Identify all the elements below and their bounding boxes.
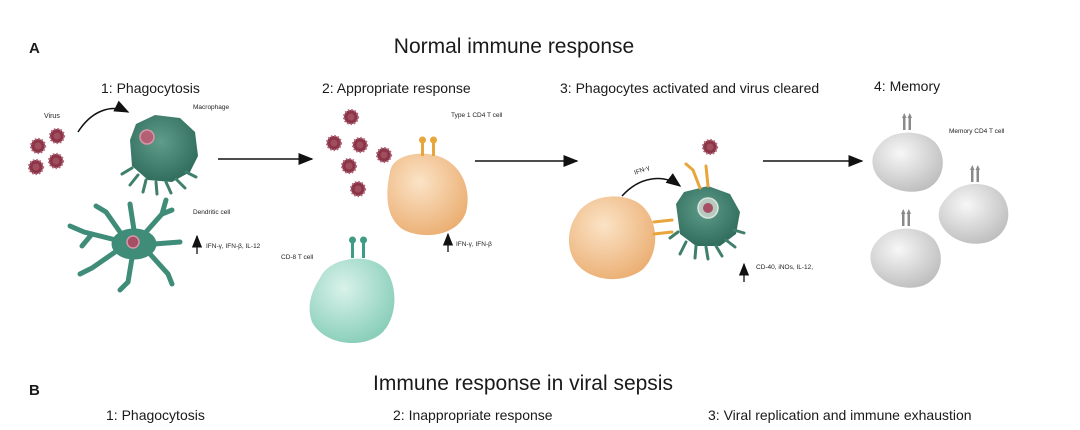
step-a4-label: 4: Memory [874, 78, 941, 94]
panel-b-title: Immune response in viral sepsis [373, 372, 673, 395]
step-b1-label: 1: Phagocytosis [106, 407, 205, 423]
step-a3-label: 3: Phagocytes activated and virus cleare… [560, 80, 820, 96]
step-a2-label: 2: Appropriate response [322, 80, 471, 96]
step-a1-label: 1: Phagocytosis [101, 80, 200, 96]
step-b3-label: 3: Viral replication and immune exhausti… [708, 407, 972, 423]
dendritic-cell [67, 197, 183, 293]
memory-cd4-label: Memory CD4 T cell [949, 128, 1005, 135]
virus-cluster-step1 [27, 127, 66, 176]
dendritic-cytokines-label: IFN-γ, IFN-β, IL-12 [206, 243, 261, 250]
step-b2-label: 2: Inappropriate response [393, 407, 553, 423]
type1-cytokines-label: IFN-γ, IFN-β [456, 241, 492, 248]
ifn-gamma-arrow [621, 173, 682, 197]
cd8-t-cell [309, 236, 395, 344]
panel-b-letter: B [29, 382, 40, 399]
virus-cluster-step2 [325, 108, 393, 198]
macrophage-cell [120, 115, 198, 196]
type1-cd4-label: Type 1 CD4 T cell [451, 112, 503, 119]
memory-cd4-t-cell-2 [938, 165, 1009, 244]
activated-macrophage [668, 138, 746, 261]
memory-cd4-t-cell-3 [870, 209, 941, 288]
virus-label: Virus [44, 113, 60, 120]
panel-a-letter: A [29, 40, 40, 57]
activation-markers-label: CD-40, iNOs, IL-12, [756, 264, 814, 271]
macrophage-label: Macrophage [193, 104, 230, 111]
activated-cd4-t-cell [568, 196, 674, 280]
cd8-label: CD-8 T cell [281, 254, 314, 261]
dendritic-cell-label: Dendritic cell [193, 209, 231, 216]
type1-cd4-t-cell [387, 136, 468, 236]
panel-a-title: Normal immune response [393, 35, 635, 58]
uptake-arrow [77, 100, 130, 133]
memory-cd4-t-cell-1 [872, 113, 943, 192]
